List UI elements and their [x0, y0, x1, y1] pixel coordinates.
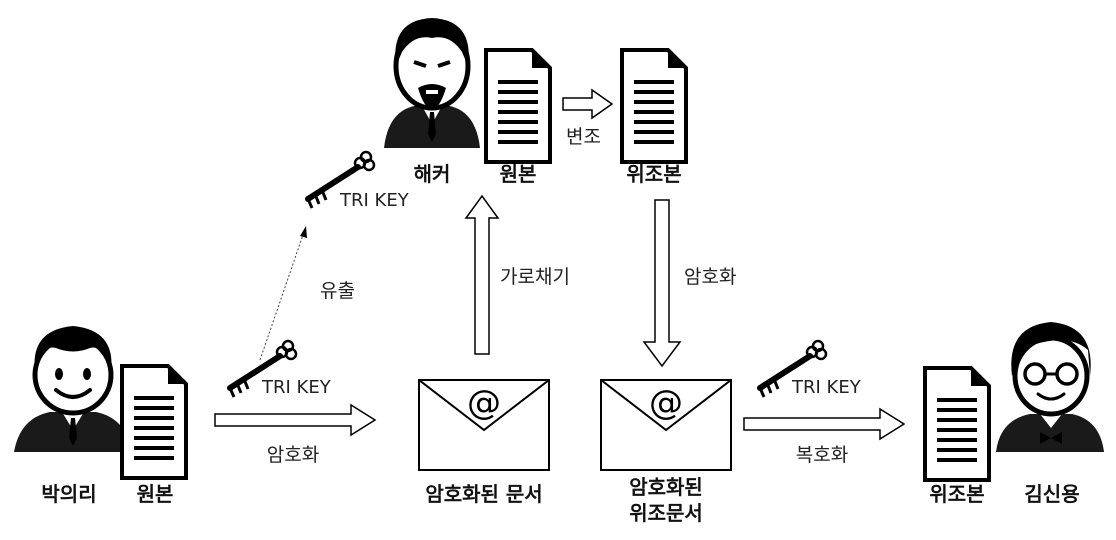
hacker-original-label: 원본 — [499, 162, 537, 186]
hacker-forged-document-icon — [620, 48, 688, 164]
intercept-label: 가로채기 — [500, 266, 570, 288]
sender-document-icon — [120, 364, 188, 480]
sender-person-icon — [14, 326, 132, 452]
leak-arrow — [259, 226, 307, 361]
receiver-person-icon — [996, 322, 1104, 452]
hacker-name-label: 해커 — [413, 162, 451, 186]
svg-text:@: @ — [649, 383, 683, 423]
leaked-key-label: TRI KEY — [340, 190, 409, 211]
hacker-person-icon — [384, 18, 480, 148]
encrypt-label-1: 암호화 — [266, 444, 320, 466]
sender-name-label: 박의리 — [41, 482, 97, 506]
svg-text:@: @ — [467, 383, 501, 423]
hacker-forged-label: 위조본 — [626, 162, 682, 186]
receiver-key-label: TRI KEY — [792, 377, 861, 398]
intercept-arrow — [464, 194, 500, 355]
encrypted-forged-line1: 암호화된 — [629, 475, 703, 499]
forge-arrow — [562, 88, 614, 120]
hacker-original-document-icon — [484, 48, 552, 164]
decrypt-arrow — [743, 408, 905, 440]
encrypted-forged-label: 암호화된 위조문서 — [629, 474, 703, 526]
encrypted-forged-envelope-icon: @ — [600, 379, 732, 471]
encrypt-arrow-1 — [214, 404, 376, 436]
encrypted-forged-line2: 위조문서 — [629, 501, 703, 525]
leak-label: 유출 — [320, 280, 355, 302]
encrypt-arrow-2 — [642, 199, 682, 368]
encrypt-label-2: 암호화 — [684, 266, 737, 288]
sender-key-label: TRI KEY — [262, 377, 331, 398]
sender-original-label: 원본 — [136, 482, 174, 506]
receiver-forged-label: 위조본 — [929, 482, 985, 506]
encrypted-document-label: 암호화된 문서 — [425, 482, 543, 506]
receiver-document-icon — [923, 366, 991, 482]
forge-label: 변조 — [566, 126, 601, 148]
encrypted-document-envelope-icon: @ — [418, 379, 550, 471]
decrypt-label: 복호화 — [795, 444, 849, 466]
receiver-name-label: 김신용 — [1024, 482, 1080, 506]
